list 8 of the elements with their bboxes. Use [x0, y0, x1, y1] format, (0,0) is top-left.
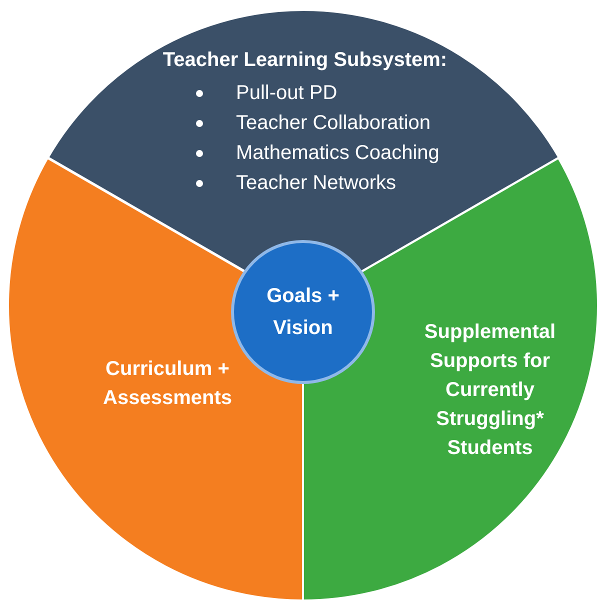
bullet-text: Teacher Collaboration: [236, 112, 431, 134]
bullet-text: Teacher Networks: [236, 172, 396, 194]
bullet-text: Mathematics Coaching: [236, 142, 440, 164]
sector-label: Supplemental Supports for Currently Struggling* Students: [423, 320, 557, 461]
sector-heading: Teacher Learning Subsystem:: [162, 48, 448, 73]
sector-label: Curriculum + Assessments: [102, 357, 233, 411]
bullet-text: Pull-out PD: [236, 82, 338, 104]
circle-label: Goals + Vision: [266, 284, 340, 341]
